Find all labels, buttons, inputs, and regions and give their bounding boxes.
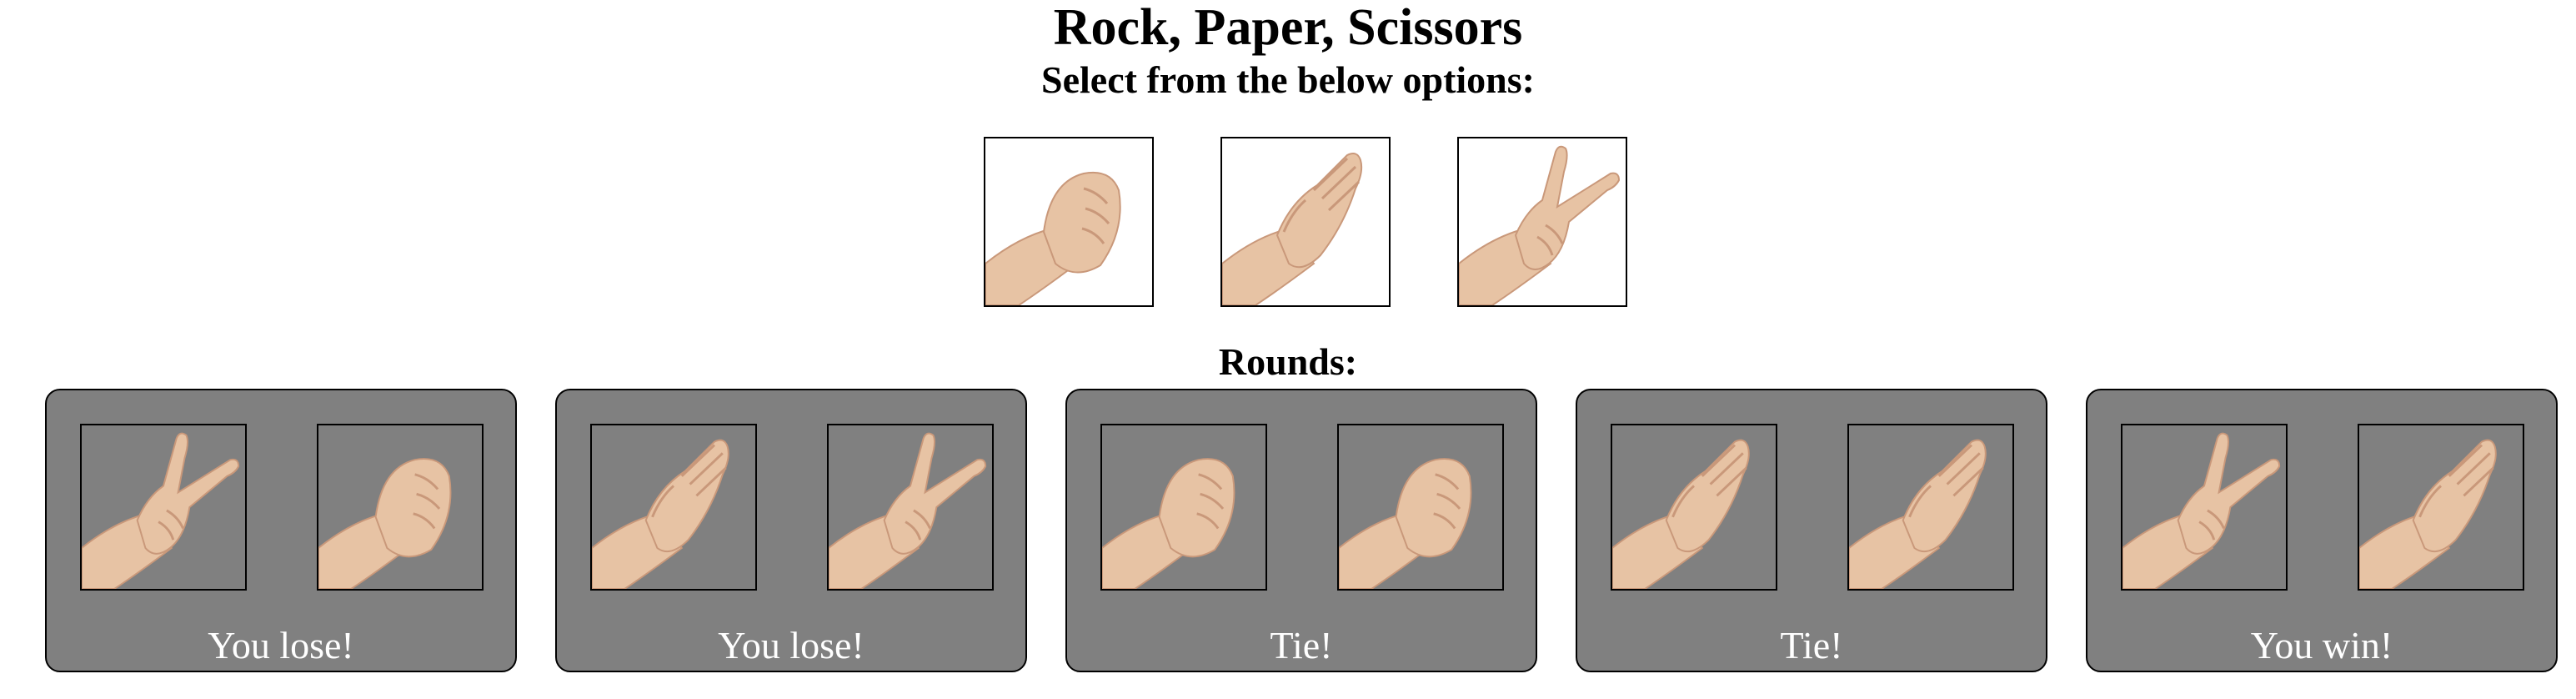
- round-card-5: You win!: [2086, 389, 2558, 672]
- computer-choice: [2358, 424, 2524, 591]
- rock-hand-icon: [318, 425, 482, 589]
- scissors-hand-icon: [82, 425, 245, 589]
- player-choice: [1100, 424, 1267, 591]
- round-result: You win!: [2250, 624, 2393, 666]
- computer-choice: [1337, 424, 1504, 591]
- paper-hand-icon: [1222, 138, 1389, 305]
- paper-hand-icon: [1849, 425, 2012, 589]
- rock-hand-icon: [1102, 425, 1265, 589]
- round-result: You lose!: [208, 624, 354, 666]
- scissors-option-button[interactable]: [1457, 137, 1627, 307]
- page-title: Rock, Paper, Scissors: [1053, 0, 1523, 56]
- round-card-1: You lose!: [45, 389, 517, 672]
- computer-choice: [317, 424, 484, 591]
- player-choice: [80, 424, 247, 591]
- round-result: You lose!: [718, 624, 865, 666]
- rock-option-button[interactable]: [984, 137, 1154, 307]
- scissors-hand-icon: [2122, 425, 2286, 589]
- option-buttons: [984, 137, 1627, 307]
- computer-choice: [827, 424, 994, 591]
- paper-hand-icon: [1612, 425, 1776, 589]
- rock-hand-icon: [1339, 425, 1502, 589]
- round-result: Tie!: [1780, 624, 1843, 666]
- round-card-2: You lose!: [555, 389, 1027, 672]
- instructions-text: Select from the below options:: [1041, 58, 1535, 101]
- rounds-heading: Rounds:: [1218, 340, 1358, 383]
- round-result: Tie!: [1270, 624, 1333, 666]
- player-choice: [590, 424, 757, 591]
- paper-option-button[interactable]: [1220, 137, 1391, 307]
- scissors-hand-icon: [1459, 138, 1626, 305]
- round-card-3: Tie!: [1065, 389, 1537, 672]
- scissors-hand-icon: [829, 425, 992, 589]
- paper-hand-icon: [2359, 425, 2523, 589]
- player-choice: [2121, 424, 2288, 591]
- player-choice: [1611, 424, 1777, 591]
- paper-hand-icon: [592, 425, 755, 589]
- round-card-4: Tie!: [1576, 389, 2047, 672]
- computer-choice: [1847, 424, 2014, 591]
- rock-hand-icon: [985, 138, 1152, 305]
